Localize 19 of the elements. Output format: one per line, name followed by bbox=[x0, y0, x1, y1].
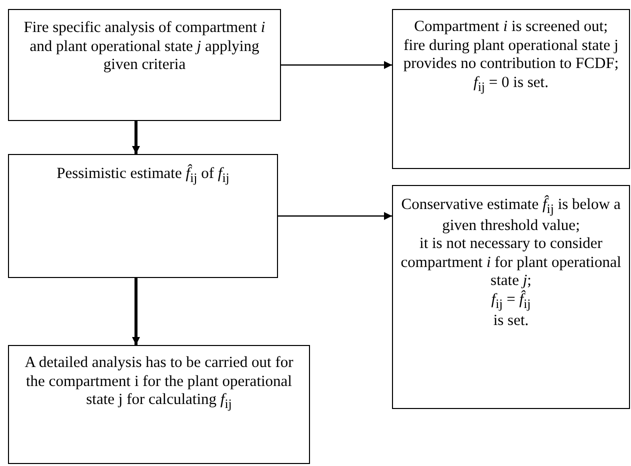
box-text: is set. bbox=[493, 312, 529, 330]
box-text: A detailed analysis has to be carried out for the compartment i for the plant operational state j for calculating f$_{ij}$ bbox=[24, 354, 294, 412]
box-text: f$_{ij}$ = 0 is set. bbox=[474, 74, 548, 94]
box-text: it is not necessary to consider compartment i for plant operational state j; bbox=[400, 235, 622, 290]
box-text: Compartment i is screened out; bbox=[414, 18, 608, 37]
process-box bbox=[8, 9, 281, 121]
box-text: Conservative estimate f̂$_{ij}$ is below a given threshold value; bbox=[400, 196, 622, 236]
arrow bbox=[278, 212, 392, 220]
process-box bbox=[392, 9, 630, 169]
box-text: Pessimistic estimate f̂$_{ij}$ of f$_{ij}$ bbox=[56, 165, 230, 186]
process-box bbox=[8, 154, 278, 278]
process-box bbox=[8, 345, 310, 464]
arrow bbox=[281, 61, 392, 69]
arrow bbox=[132, 278, 140, 345]
process-box bbox=[392, 185, 630, 409]
box-text: f$_{ij}$ = f̂$_{ij}$ bbox=[491, 290, 531, 312]
box-text: fire during plant operational state j provides no contribution to FCDF; bbox=[402, 36, 620, 74]
arrow bbox=[132, 121, 140, 154]
box-text: Fire specific analysis of compartment i and plant operational state j applying given criteria bbox=[22, 19, 266, 75]
